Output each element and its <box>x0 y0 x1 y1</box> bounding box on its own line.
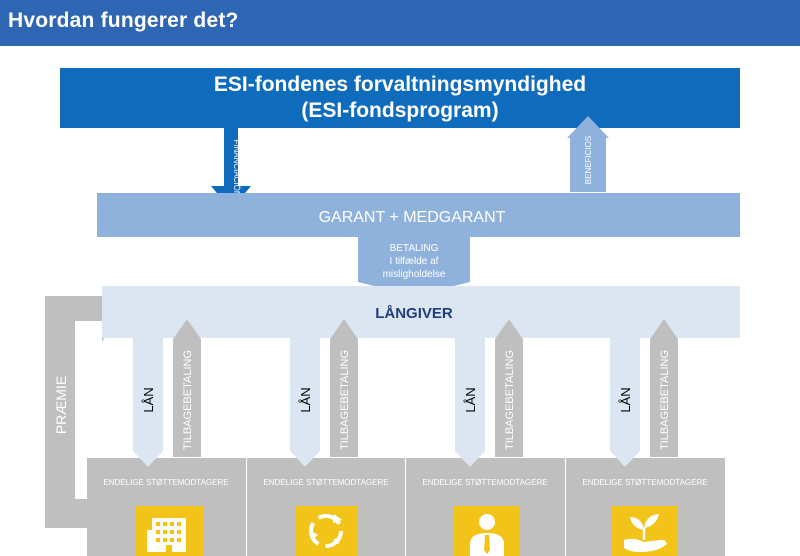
loan-repayment-pair-3: LÅN TILBAGEBETALING <box>455 319 523 467</box>
loan-repayment-pair-4: LÅN TILBAGEBETALING <box>610 319 678 467</box>
loan-label: LÅN <box>298 387 313 412</box>
loan-label: LÅN <box>141 387 156 412</box>
financing-arrow <box>211 128 251 210</box>
page-header: Hvordan fungerer det? <box>0 0 800 46</box>
loan-repayment-pair-1: LÅN TILBAGEBETALING <box>133 319 201 467</box>
authority-title-line1: ESI-fondenes forvaltningsmyndighed <box>214 73 586 96</box>
repayment-arrow <box>173 319 201 457</box>
guarantor-label: GARANT + MEDGARANT <box>319 209 506 226</box>
repayment-arrow <box>495 319 523 457</box>
recipient-label-3: ENDELIGE STØTTEMODTAGERE <box>422 478 547 487</box>
repayment-label: TILBAGEBETALING <box>504 350 516 450</box>
loan-repayment-pair-2: LÅN TILBAGEBETALING <box>290 319 358 467</box>
repayment-arrow <box>650 319 678 457</box>
recipient-label-4: ENDELIGE STØTTEMODTAGERE <box>582 478 707 487</box>
financing-label: FINANCIACIÓN <box>232 139 241 197</box>
lender-label: LÅNGIVER <box>375 305 453 322</box>
premium-label: PRÆMIE <box>53 376 69 434</box>
loan-label: LÅN <box>618 387 633 412</box>
loan-arrow <box>133 337 163 467</box>
plant-hand-icon <box>612 506 677 556</box>
page-title: Hvordan fungerer det? <box>8 9 239 32</box>
repayment-label: TILBAGEBETALING <box>659 350 671 450</box>
payment-arrow <box>358 236 470 296</box>
repayment-arrow <box>330 319 358 457</box>
person-icon <box>454 506 520 556</box>
repayment-label: TILBAGEBETALING <box>339 350 351 450</box>
payment-label-2: I tilfælde af <box>390 256 439 267</box>
repayment-label: TILBAGEBETALING <box>182 350 194 450</box>
loan-label: LÅN <box>463 387 478 412</box>
lender-box <box>102 286 740 338</box>
premium-arrow <box>45 292 122 528</box>
loan-arrow <box>610 337 640 467</box>
guarantor-box <box>97 193 740 237</box>
authority-box <box>60 68 740 128</box>
benefits-label: BENEFICIOS <box>584 136 593 184</box>
benefits-arrow <box>567 116 609 192</box>
authority-title-line2: (ESI-fondsprogram) <box>301 99 498 122</box>
recipient-label-2: ENDELIGE STØTTEMODTAGERE <box>263 478 388 487</box>
recipient-label-1: ENDELIGE STØTTEMODTAGERE <box>103 478 228 487</box>
recycle-icon <box>295 506 358 556</box>
loan-arrow <box>290 337 320 467</box>
payment-label-3: misligholdelse <box>383 269 446 280</box>
loan-arrow <box>455 337 485 467</box>
payment-label-1: BETALING <box>390 243 439 254</box>
building-icon <box>136 506 204 556</box>
